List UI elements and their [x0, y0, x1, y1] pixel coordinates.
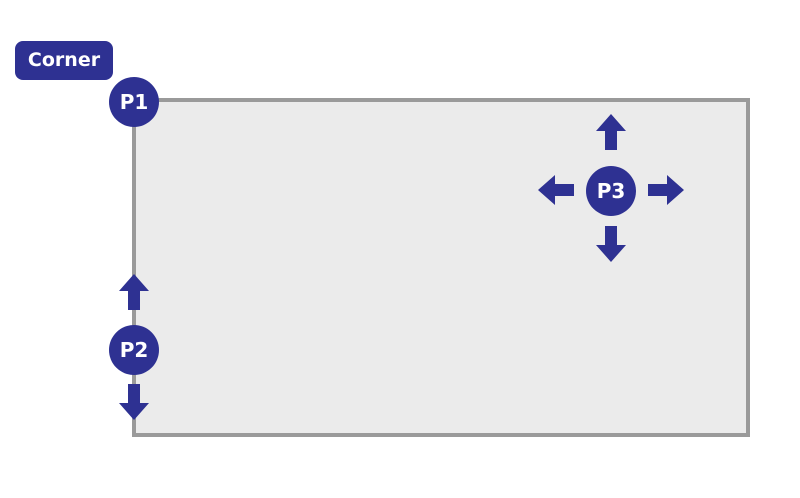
corner-tag: Corner: [15, 41, 113, 80]
point-p3-handle[interactable]: P3: [586, 166, 636, 216]
rectangle-area: [132, 98, 750, 437]
arrow-right-icon: [645, 169, 687, 211]
point-p1-handle[interactable]: P1: [109, 77, 159, 127]
arrow-up-icon: [113, 271, 155, 313]
arrow-up-icon: [590, 111, 632, 153]
arrow-down-icon: [590, 223, 632, 265]
arrow-left-icon: [535, 169, 577, 211]
arrow-down-icon: [113, 381, 155, 423]
point-p2-handle[interactable]: P2: [109, 325, 159, 375]
